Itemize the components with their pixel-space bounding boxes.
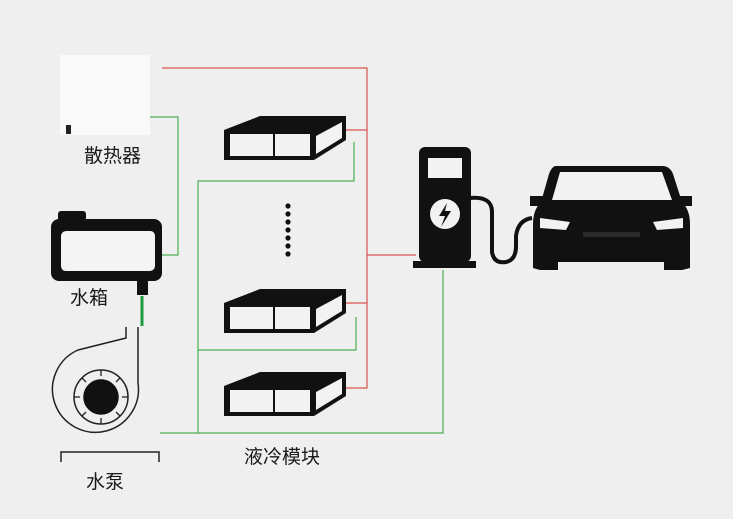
liquid-cooling-module-icon	[224, 116, 346, 416]
power-wiring	[162, 67, 416, 389]
module-ellipsis-dots	[285, 203, 291, 257]
charging-pile-icon	[413, 147, 533, 268]
car-icon	[530, 166, 692, 270]
water-pump-icon	[51, 327, 160, 462]
water-pump-label: 水泵	[86, 471, 125, 493]
water-tank-icon	[51, 211, 162, 295]
liquid-cooling-modules-label: 液冷模块	[244, 446, 321, 468]
radiator-label: 散热器	[84, 145, 142, 167]
coolant-piping	[150, 116, 444, 434]
water-tank-label: 水箱	[70, 287, 109, 309]
radiator-icon	[60, 55, 150, 135]
lightning-bolt-icon	[439, 203, 451, 227]
